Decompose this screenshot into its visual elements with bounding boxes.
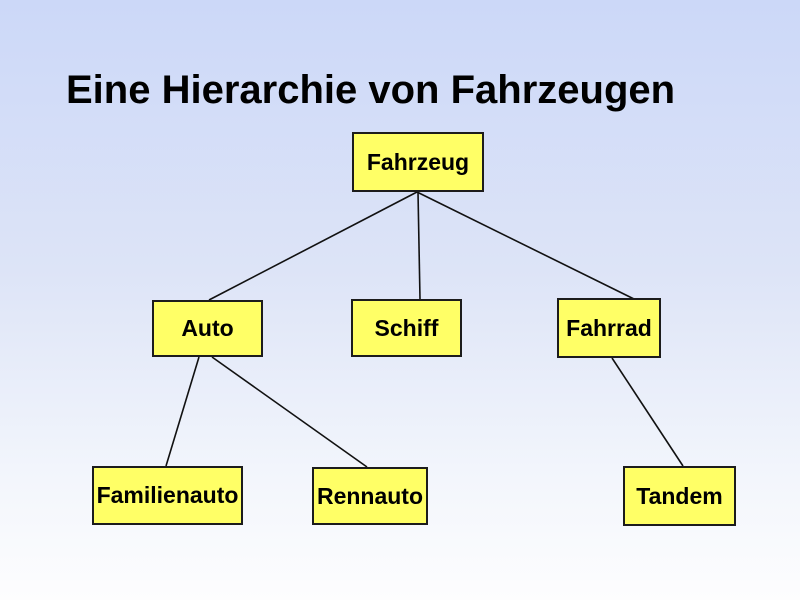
edge-auto-rennauto <box>211 356 368 468</box>
edge-fahrzeug-schiff <box>417 191 421 300</box>
node-schiff: Schiff <box>351 299 462 357</box>
edge-auto-familienauto <box>165 356 200 467</box>
edge-fahrzeug-fahrrad <box>416 191 635 300</box>
node-tandem: Tandem <box>623 466 736 526</box>
node-auto-label: Auto <box>181 315 234 341</box>
node-schiff-label: Schiff <box>374 314 439 341</box>
node-rennauto: Rennauto <box>312 467 428 525</box>
node-rennauto-label: Rennauto <box>316 482 424 509</box>
node-familienauto: Familienauto <box>92 466 243 525</box>
node-fahrzeug-label: Fahrzeug <box>366 148 470 175</box>
node-fahrzeug: Fahrzeug <box>352 132 484 192</box>
node-fahrrad: Fahrrad <box>557 298 661 358</box>
node-fahrrad-label: Fahrrad <box>566 314 652 341</box>
node-tandem-label: Tandem <box>636 482 723 509</box>
edge-fahrzeug-auto <box>208 191 418 301</box>
edge-fahrrad-tandem <box>611 357 684 467</box>
slide-title: Eine Hierarchie von Fahrzeugen <box>66 68 676 112</box>
node-familienauto-label: Familienauto <box>96 482 239 508</box>
node-auto: Auto <box>152 300 263 357</box>
